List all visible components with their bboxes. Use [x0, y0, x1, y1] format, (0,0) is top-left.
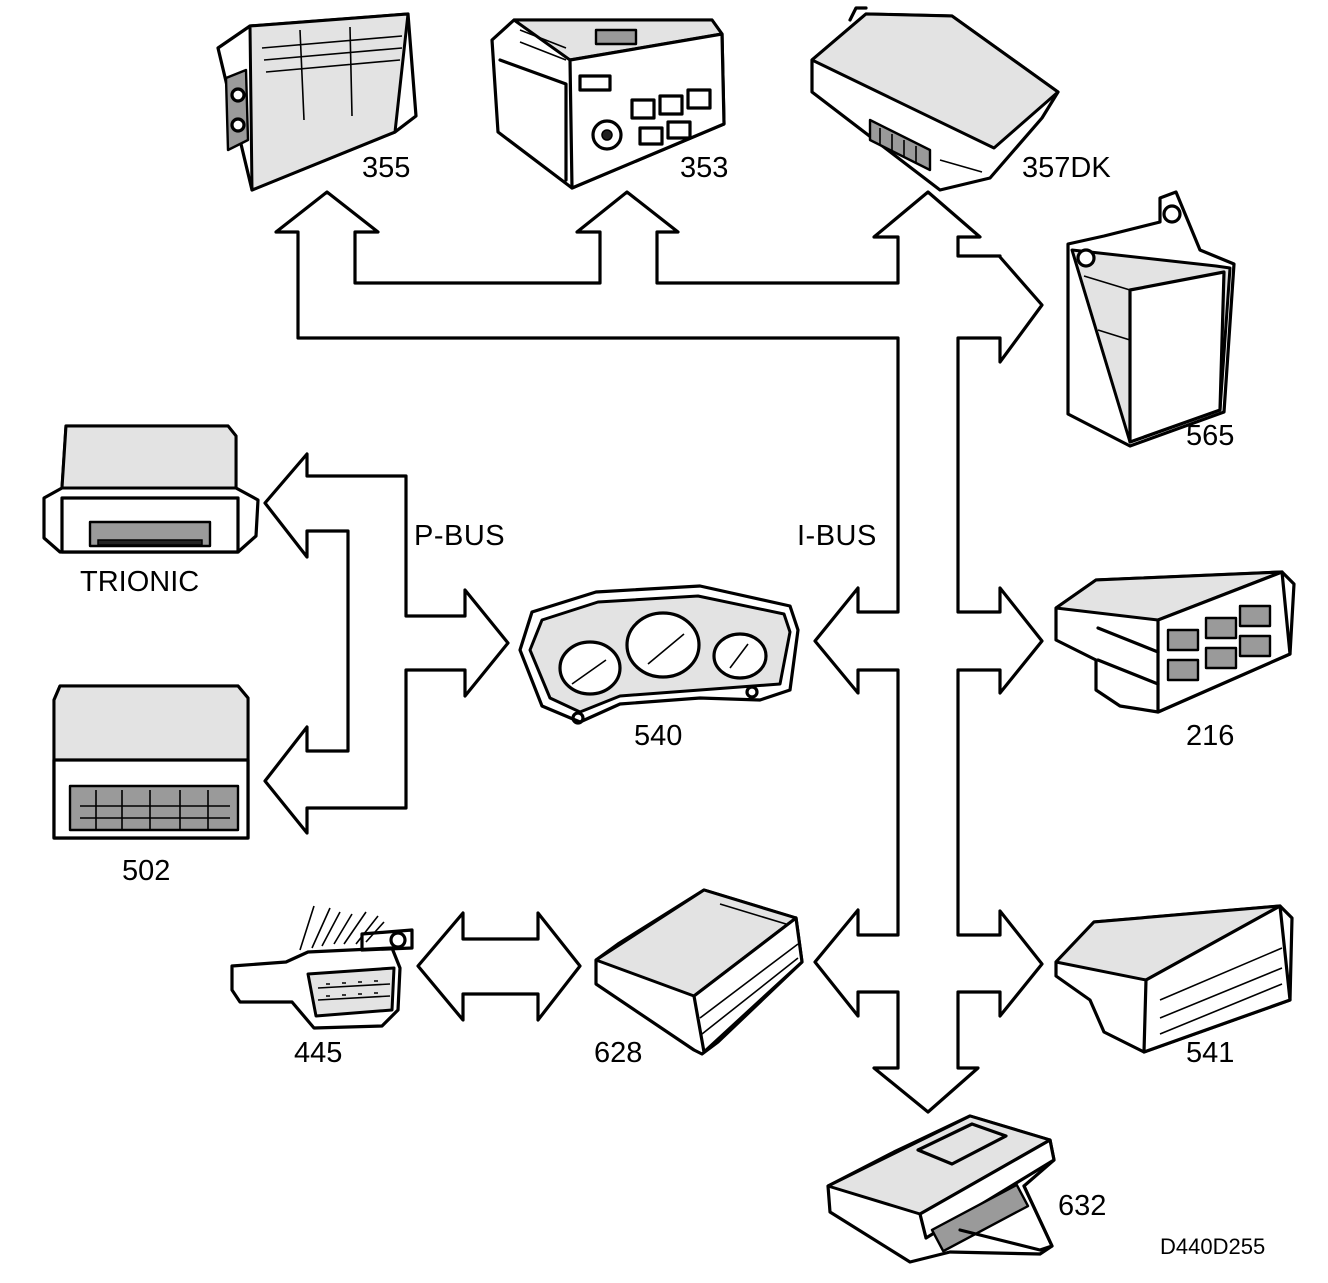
module-632-drawing — [826, 1114, 1056, 1264]
figure-reference: D440D255 — [1160, 1234, 1266, 1259]
module-353-drawing — [490, 18, 726, 190]
label-i-bus: I-BUS — [797, 520, 877, 552]
module-355-drawing — [216, 12, 418, 192]
label-p-bus: P-BUS — [414, 520, 506, 552]
label-445: 445 — [294, 1037, 343, 1069]
module-540-drawing — [518, 584, 800, 725]
label-632: 632 — [1058, 1190, 1107, 1222]
label-216: 216 — [1186, 720, 1235, 752]
label-628: 628 — [594, 1037, 643, 1069]
label-502: 502 — [122, 855, 171, 887]
module-445-drawing — [230, 905, 414, 1030]
label-540: 540 — [634, 720, 683, 752]
module-trionic-drawing — [42, 424, 260, 554]
module-565-drawing — [1066, 190, 1236, 448]
module-216-drawing — [1054, 570, 1296, 714]
module-502-drawing — [52, 684, 250, 840]
445-628-link — [416, 911, 582, 1022]
module-628-drawing — [594, 888, 804, 1056]
label-541: 541 — [1186, 1037, 1235, 1069]
label-357dk: 357DK — [1022, 152, 1111, 184]
module-541-drawing — [1054, 904, 1294, 1054]
label-353: 353 — [680, 152, 729, 184]
p-bus-branch — [263, 452, 510, 835]
label-355: 355 — [362, 152, 411, 184]
label-565: 565 — [1186, 420, 1235, 452]
module-357dk-drawing — [810, 6, 1060, 192]
label-trionic: TRIONIC — [80, 566, 200, 598]
i-bus-trunk — [274, 190, 1044, 1114]
